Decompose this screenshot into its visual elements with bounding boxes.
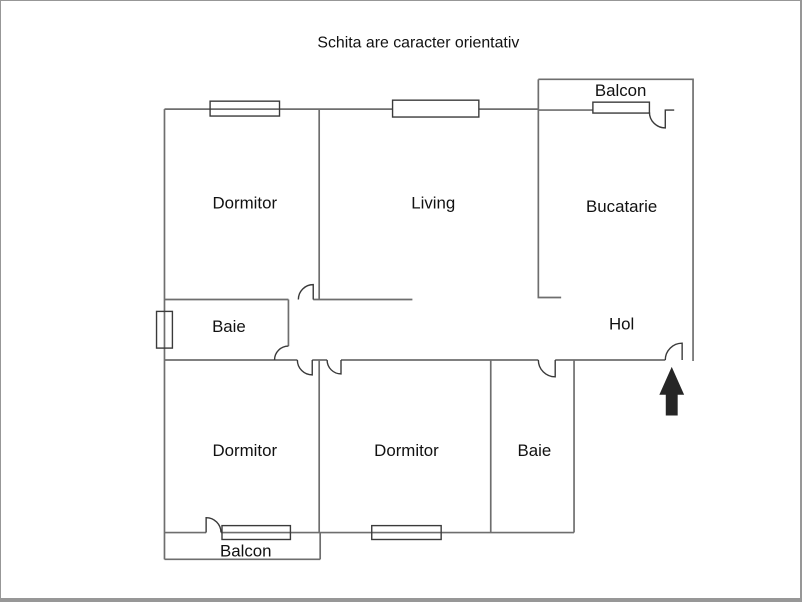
page-title: Schita are caracter orientativ <box>317 35 519 52</box>
window-bucatarie-balcon <box>592 101 651 114</box>
window-dormitor-bottom-middle <box>371 524 442 541</box>
room-label-baie-bottom: Baie <box>518 441 552 460</box>
window-living <box>391 99 480 118</box>
door-entrance <box>664 342 683 361</box>
door-balcon-bucatarie <box>648 109 675 129</box>
door-baie-left <box>273 345 289 361</box>
window-baie-left <box>155 310 174 349</box>
door-balcon-dormitor <box>205 516 222 533</box>
room-label-bucatarie: Bucatarie <box>586 197 657 216</box>
room-label-hol: Hol <box>609 314 634 333</box>
room-label-balcon-bottom: Balcon <box>220 541 272 560</box>
room-labels-group: Dormitor Living Bucatarie Balcon Baie Ho… <box>212 81 657 560</box>
room-label-baie-left: Baie <box>212 317 246 336</box>
room-label-dormitor-bottom-left: Dormitor <box>213 441 278 460</box>
door-dormitor-bottom-left <box>296 359 313 376</box>
doors-group <box>205 109 683 533</box>
room-label-balcon-top: Balcon <box>595 81 647 100</box>
room-label-living: Living <box>411 193 455 212</box>
door-baie-bottom <box>537 359 556 378</box>
door-dormitor-top-left <box>297 283 314 300</box>
room-label-dormitor-bottom-middle: Dormitor <box>374 441 439 460</box>
walls <box>163 78 694 561</box>
windows-group <box>155 99 651 541</box>
entrance-arrow-icon <box>659 366 685 416</box>
door-dormitor-bottom-middle <box>326 359 342 375</box>
window-dormitor-bottom-left <box>221 524 292 541</box>
window-dormitor-top <box>209 100 281 117</box>
room-label-dormitor-top-left: Dormitor <box>213 193 278 212</box>
